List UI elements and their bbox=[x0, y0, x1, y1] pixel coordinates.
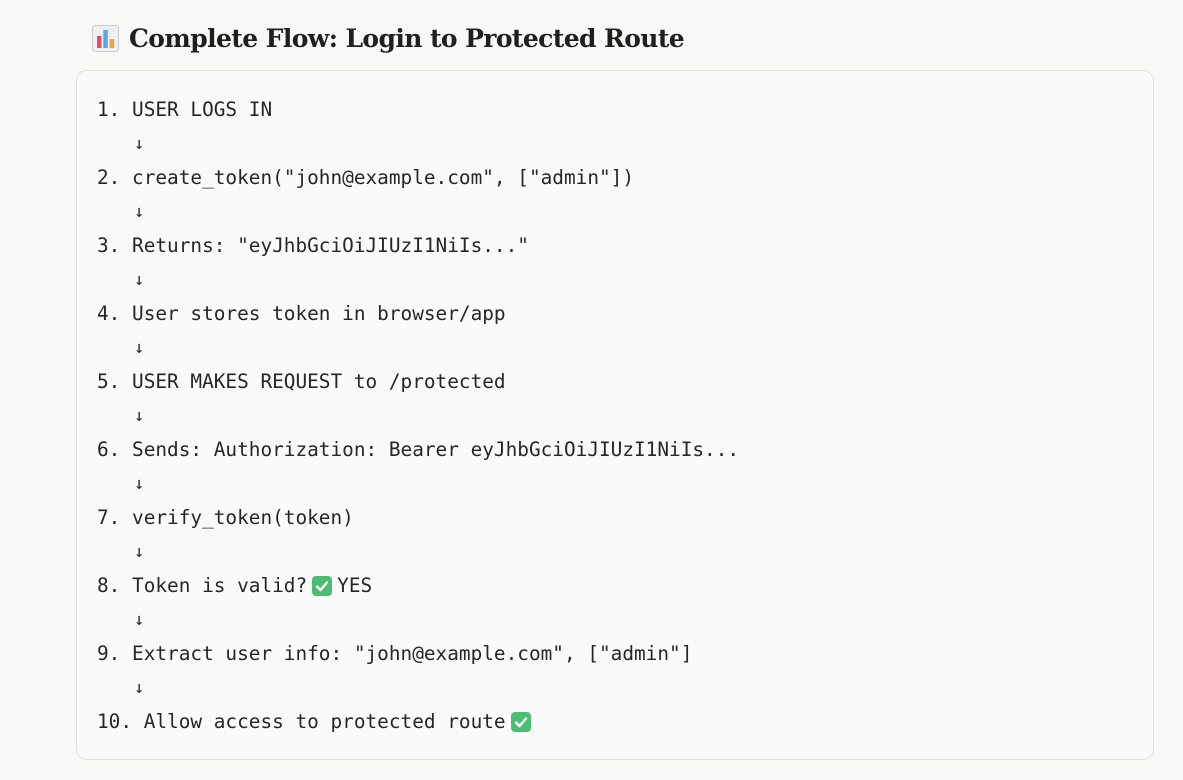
bar-chart-icon bbox=[92, 24, 119, 52]
check-mark-icon bbox=[510, 712, 531, 732]
check-mark-icon bbox=[312, 576, 333, 596]
flow-step-8: 8. Token is valid? YES bbox=[97, 569, 739, 603]
flow-arrow: ↓ bbox=[134, 406, 145, 426]
step-suffix: YES bbox=[337, 574, 373, 597]
step-text: 6. Sends: Authorization: Bearer eyJhbGci… bbox=[97, 438, 740, 461]
flow-step-5: 5. USER MAKES REQUEST to /protected bbox=[97, 365, 739, 399]
step-text: 7. verify_token(token) bbox=[97, 506, 354, 529]
step-text: 2. create_token("john@example.com", ["ad… bbox=[97, 166, 635, 189]
flow-step-10: 10. Allow access to protected route bbox=[97, 705, 739, 739]
page-title: Complete Flow: Login to Protected Route bbox=[129, 23, 685, 53]
step-text: 8. Token is valid? bbox=[97, 574, 308, 597]
step-text: 4. User stores token in browser/app bbox=[97, 302, 506, 325]
flow-arrow: ↓ bbox=[134, 202, 145, 222]
code-block: 1. USER LOGS IN ↓ 2. create_token("john@… bbox=[76, 70, 1154, 760]
flow-arrow: ↓ bbox=[134, 610, 145, 630]
flow-step-9: 9. Extract user info: "john@example.com"… bbox=[97, 637, 739, 671]
flow-step-3: 3. Returns: "eyJhbGciOiJIUzI1NiIs..." bbox=[97, 229, 739, 263]
flow-arrow: ↓ bbox=[134, 134, 145, 154]
step-text: 1. USER LOGS IN bbox=[97, 98, 273, 121]
step-text: 10. Allow access to protected route bbox=[97, 710, 506, 733]
flow-arrow: ↓ bbox=[134, 542, 145, 562]
flow-step-4: 4. User stores token in browser/app bbox=[97, 297, 739, 331]
flow-arrow: ↓ bbox=[134, 474, 145, 494]
flow-step-6: 6. Sends: Authorization: Bearer eyJhbGci… bbox=[97, 433, 739, 467]
flow-arrow: ↓ bbox=[134, 338, 145, 358]
step-text: 5. USER MAKES REQUEST to /protected bbox=[97, 370, 506, 393]
flow-steps: 1. USER LOGS IN ↓ 2. create_token("john@… bbox=[97, 93, 739, 739]
page-heading: Complete Flow: Login to Protected Route bbox=[92, 18, 685, 58]
flow-arrow: ↓ bbox=[134, 678, 145, 698]
flow-step-1: 1. USER LOGS IN bbox=[97, 93, 739, 127]
flow-arrow: ↓ bbox=[134, 270, 145, 290]
flow-step-2: 2. create_token("john@example.com", ["ad… bbox=[97, 161, 739, 195]
flow-step-7: 7. verify_token(token) bbox=[97, 501, 739, 535]
step-text: 9. Extract user info: "john@example.com"… bbox=[97, 642, 693, 665]
step-text: 3. Returns: "eyJhbGciOiJIUzI1NiIs..." bbox=[97, 234, 529, 257]
